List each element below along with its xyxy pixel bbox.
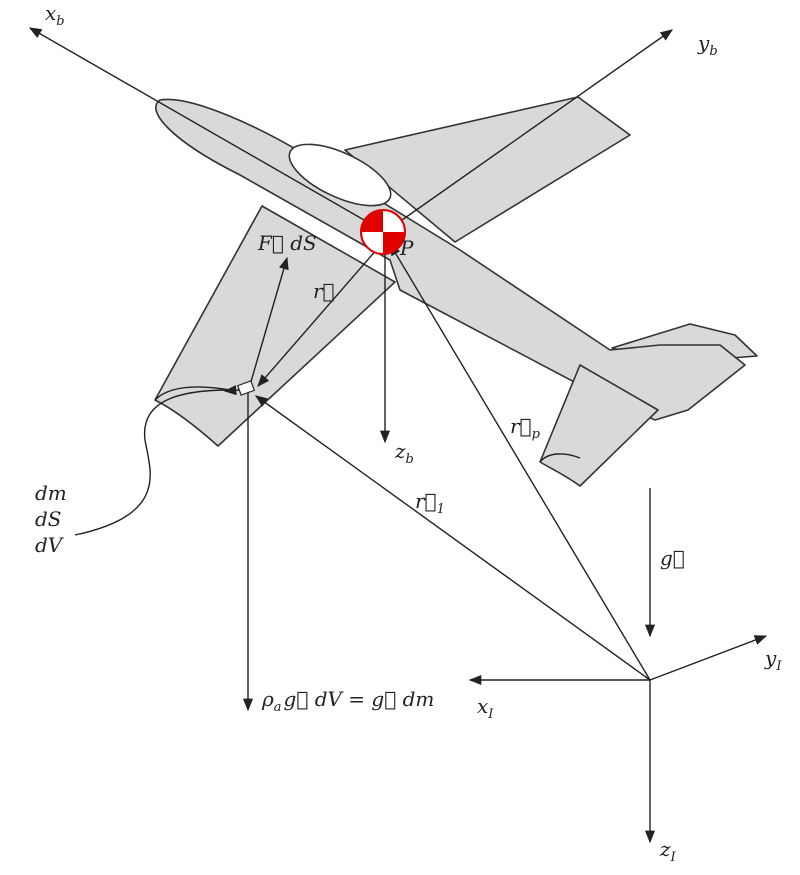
dm-label: dm bbox=[35, 481, 67, 505]
fuselage bbox=[155, 98, 746, 421]
r-p-vector bbox=[389, 242, 651, 681]
mass-element bbox=[236, 380, 256, 396]
tail-tip-edge bbox=[539, 453, 581, 463]
y-body-axis bbox=[384, 29, 674, 233]
x-inertial-label: xI bbox=[477, 694, 494, 722]
center-of-gravity-icon bbox=[360, 209, 406, 255]
aircraft bbox=[154, 96, 758, 487]
ds-label: dS bbox=[35, 507, 62, 531]
point-p-label: P bbox=[399, 236, 414, 260]
y-inertial-label: yI bbox=[764, 646, 782, 674]
z-body-label: zb bbox=[394, 439, 414, 467]
wing-tip-edge bbox=[154, 386, 231, 401]
canopy bbox=[288, 143, 392, 207]
r-p-label: r⃗p bbox=[510, 414, 541, 442]
left-horizontal-tail bbox=[539, 364, 659, 487]
gravity-label: g⃗ bbox=[660, 546, 685, 570]
force-vector bbox=[249, 256, 289, 386]
y-inertial-axis bbox=[649, 635, 768, 681]
r-1-label: r⃗1 bbox=[415, 489, 445, 517]
x-body-axis bbox=[28, 27, 386, 233]
x-body-label: xb bbox=[45, 1, 65, 29]
right-wing bbox=[344, 96, 631, 243]
force-label: F⃗ dS bbox=[257, 231, 317, 255]
element-leader-line bbox=[74, 389, 231, 536]
r-label: r⃗ bbox=[313, 279, 335, 303]
left-wing bbox=[154, 205, 396, 447]
r-1-vector bbox=[254, 395, 651, 681]
dv-label: dV bbox=[35, 533, 65, 557]
z-inertial-label: zI bbox=[659, 837, 677, 865]
r-vector bbox=[257, 247, 379, 387]
y-body-label: yb bbox=[697, 31, 718, 59]
